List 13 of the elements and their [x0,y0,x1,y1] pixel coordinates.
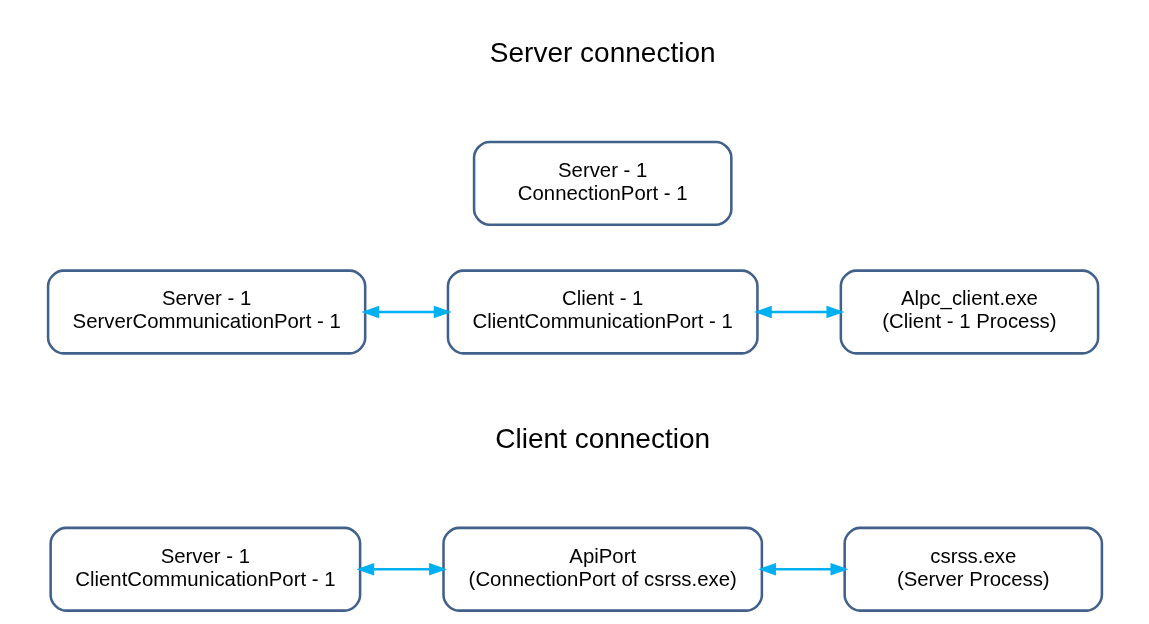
arrow [360,305,452,319]
node-box: Server - 1 ServerCommunicationPort - 1 [46,269,366,355]
node-box: Server - 1 ClientCommunicationPort - 1 [48,526,361,612]
arrow [355,563,447,576]
node-box: Server - 1 ConnectionPort - 1 [472,140,733,227]
arrow [757,563,848,576]
label: Client connection [494,422,710,454]
node-box: ApiPort (ConnectionPort of csrss.exe) [441,526,763,612]
label: Server connection [489,36,716,68]
node-box: Client - 1 ClientCommunicationPort - 1 [446,269,759,355]
node-box: Alpc_client.exe (Client - 1 Process) [839,269,1099,355]
node-box: csrss.exe (Server Process) [842,526,1103,612]
arrow [753,305,844,319]
